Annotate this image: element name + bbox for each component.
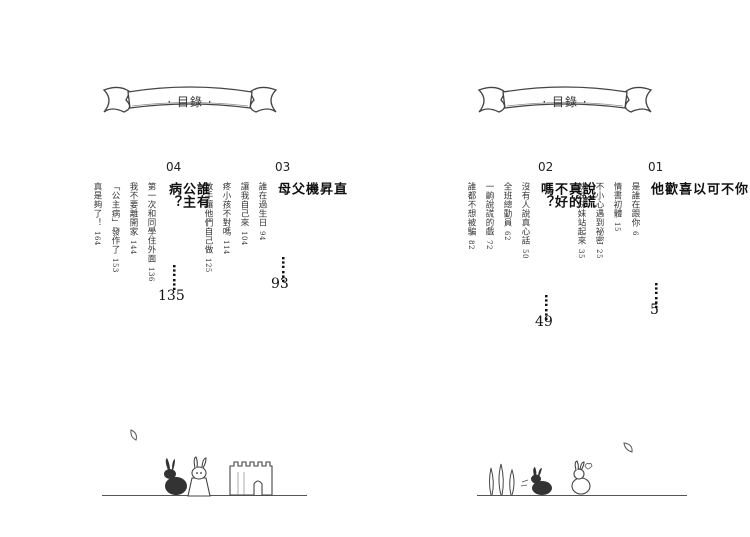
toc-item[interactable]: 誰在過生日 94 [257, 182, 267, 241]
toc-item-title: 我不要離開家 [128, 182, 138, 236]
toc-item-page: 15 [613, 222, 621, 232]
ribbon-banner-icon [477, 86, 653, 113]
toc-item-page: 6 [631, 231, 639, 236]
toc-item[interactable]: 真是夠了！ 164 [92, 182, 102, 246]
toc-item[interactable]: 全班總動員 62 [502, 182, 512, 241]
chapter-leader-dots: …… [541, 294, 556, 322]
toc-item-page: 153 [111, 258, 119, 273]
toc-item[interactable]: 姊姊妹妹站起來 35 [576, 182, 586, 259]
toc-item-page: 136 [147, 267, 155, 282]
toc-item-page: 62 [503, 231, 511, 241]
toc-item[interactable]: 我不要離開家 144 [128, 182, 138, 255]
falling-leaf-icon [130, 429, 137, 441]
chapter-page: 93 [271, 276, 289, 292]
chapter-number: 03 [275, 160, 291, 174]
toc-item-page: 35 [577, 249, 585, 259]
toc-item-title: 誰都不想被騙 [466, 182, 476, 236]
toc-item-page: 144 [129, 240, 137, 255]
toc-item-title: 讓我自己來 [239, 182, 249, 227]
castle-icon [229, 461, 273, 496]
toc-item-title: 全班總動員 [502, 182, 512, 227]
toc-item-page: 164 [93, 231, 101, 246]
toc-item-page: 94 [258, 231, 266, 241]
chapter-title: 直昇機父母 [275, 182, 346, 195]
chapter-page: 49 [535, 314, 553, 330]
toc-banner-title: · 目錄 · [167, 95, 213, 109]
chapter-number: 01 [648, 160, 664, 174]
toc-item[interactable]: 沒有人說真心話 50 [520, 182, 530, 259]
toc-item-title: 疼小孩不對嗎 [221, 182, 231, 236]
toc-item-page: 82 [467, 240, 475, 250]
falling-leaf-icon [623, 442, 633, 453]
toc-item-page: 25 [595, 249, 603, 259]
toc-item-page: 72 [485, 240, 493, 250]
chapter-number: 04 [166, 160, 182, 174]
chapter-title: 誰有公主病？ [166, 182, 209, 208]
toc-item-title: 放手讓他們自己做 [203, 182, 213, 254]
toc-item[interactable]: 誰都不想被騙 82 [466, 182, 476, 250]
toc-banner-title: · 目錄 · [542, 95, 588, 109]
toc-item-page: 125 [204, 258, 212, 273]
toc-item-title: 「公主病」發作了 [110, 182, 120, 254]
toc-item-title: 誰在過生日 [257, 182, 267, 227]
toc-item-page: 114 [222, 240, 230, 255]
chapter-leader-dots: …… [278, 256, 293, 284]
chapter-title: 說謊真的不好嗎？ [538, 182, 595, 208]
toc-item[interactable]: 不小心遇到祕密 25 [594, 182, 604, 259]
dark-rabbit-icon [520, 467, 552, 495]
grass-reeds-icon [489, 463, 515, 496]
chapter-number: 02 [538, 160, 554, 174]
toc-item-title: 情書初體 [612, 182, 622, 218]
toc-item-title: 是誰在跟你 [630, 182, 640, 227]
toc-item-page: 104 [240, 231, 248, 246]
toc-item[interactable]: 一齣說謊的戲 72 [484, 182, 494, 250]
toc-item-title: 真是夠了！ [92, 182, 102, 227]
toc-banner: · 目錄 · [100, 78, 280, 126]
toc-banner: · 目錄 · [475, 78, 655, 126]
chapter-page: 5 [650, 302, 659, 318]
toc-item[interactable]: 情書初體 15 [612, 182, 622, 232]
rabbits-illustration-icon [164, 456, 211, 497]
toc-item-page: 50 [521, 249, 529, 259]
chapter-title: 你不可以喜歡他 [648, 182, 747, 195]
ribbon-banner-icon [102, 86, 278, 113]
ground-line [477, 495, 687, 496]
right-page: · 目錄 · 01 你不可以喜歡他 …… 5 是誰在跟你 6 情書初體 15 不小心… [375, 0, 750, 537]
toc-item[interactable]: 是誰在跟你 6 [630, 182, 640, 236]
white-rabbit-icon [571, 460, 593, 495]
chapter-leader-dots: …… [651, 282, 666, 310]
chapter-page: 135 [158, 288, 185, 304]
toc-item[interactable]: 疼小孩不對嗎 114 [221, 182, 231, 255]
chapter-leader-dots: …… [169, 264, 184, 292]
toc-item[interactable]: 讓我自己來 104 [239, 182, 249, 246]
toc-item[interactable]: 第一次和同學住外面 136 [146, 182, 156, 282]
left-page: · 目錄 · 03 直昇機父母 …… 93 誰在過生日 94 讓我自己來 104 疼… [92, 78, 346, 497]
toc-item-title: 不小心遇到祕密 [594, 182, 604, 245]
toc-item-title: 第一次和同學住外面 [146, 182, 156, 263]
toc-item-title: 沒有人說真心話 [520, 182, 530, 245]
toc-item-title: 姊姊妹妹站起來 [576, 182, 586, 245]
toc-item[interactable]: 放手讓他們自己做 125 [203, 182, 213, 273]
toc-item-title: 一齣說謊的戲 [484, 182, 494, 236]
toc-item[interactable]: 「公主病」發作了 153 [110, 182, 120, 273]
